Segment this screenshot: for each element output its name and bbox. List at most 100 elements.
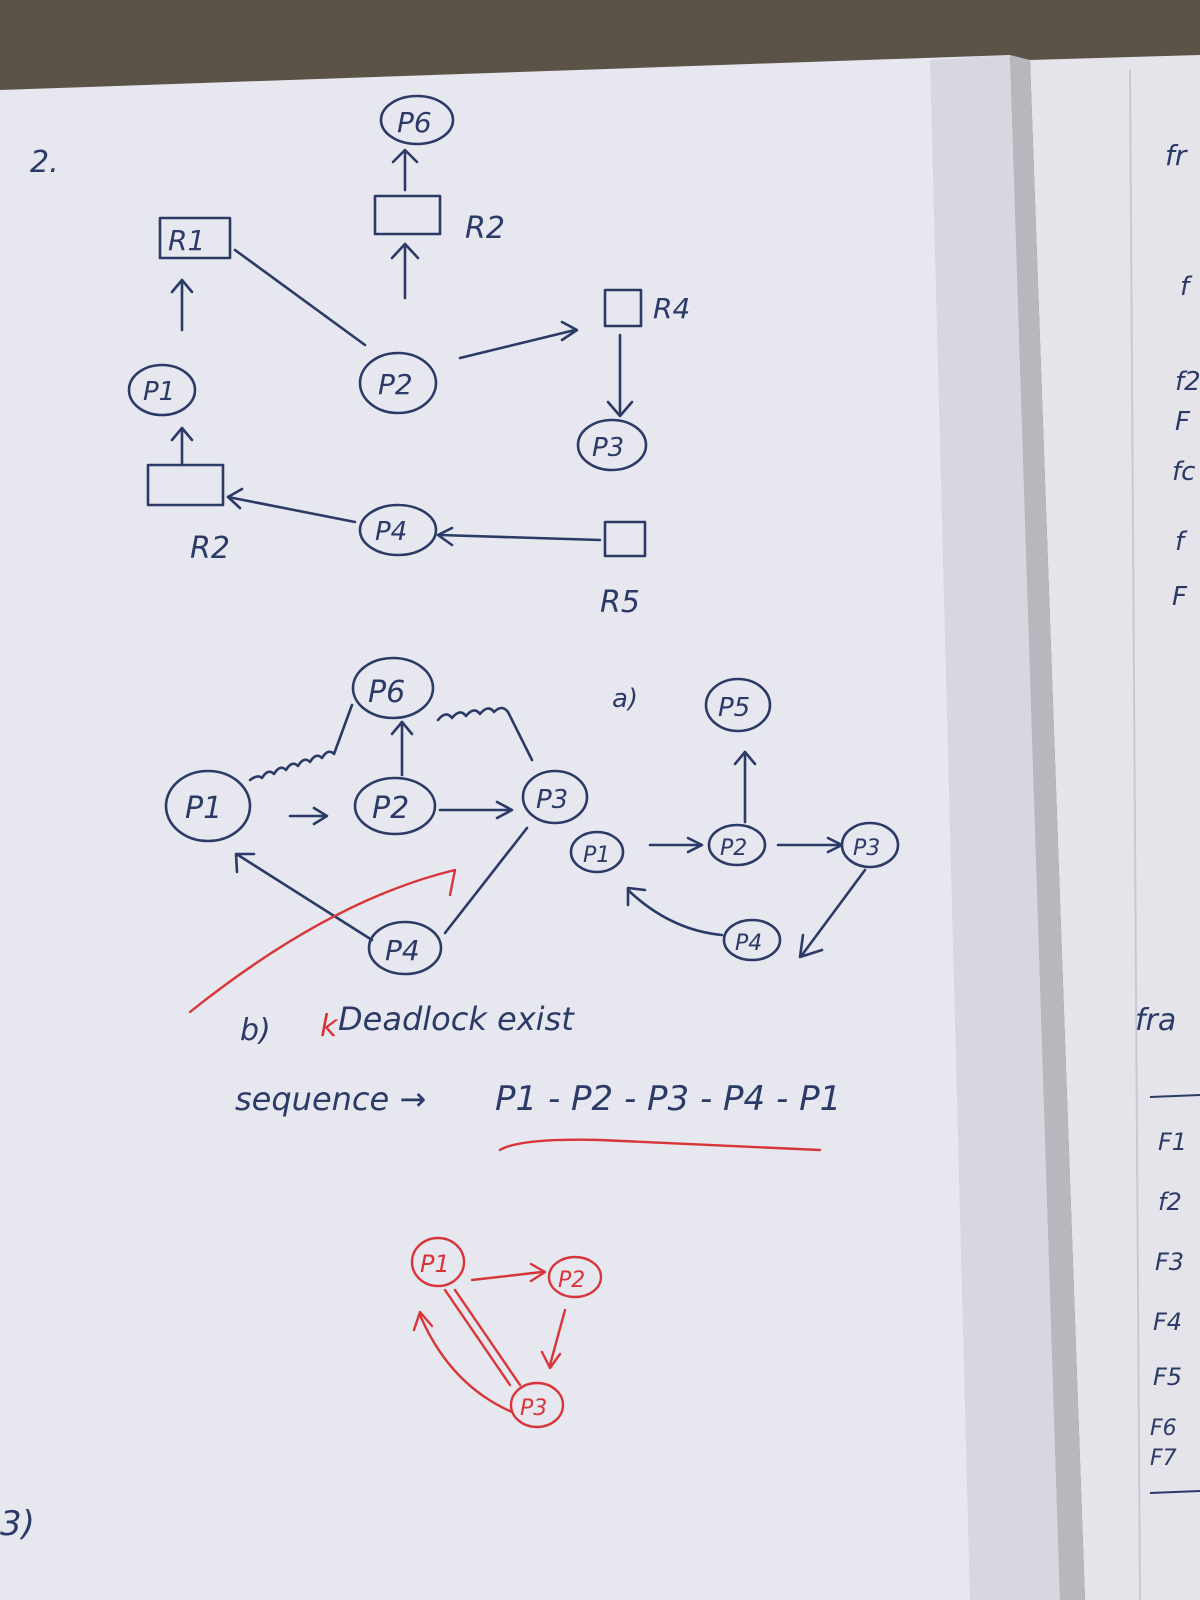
wfg-node-p4 (367, 920, 443, 976)
frag: F (1175, 407, 1191, 437)
arrowhead (234, 852, 256, 874)
red-underline (498, 1138, 822, 1152)
part-b-label: b) (240, 1013, 271, 1048)
frag: F4 (1153, 1308, 1182, 1336)
page-gutter (1010, 55, 1085, 1600)
edge-p4-r5 (438, 533, 602, 542)
red-label-p3: P3 (520, 1396, 547, 1421)
node-p4 (358, 503, 438, 557)
node-p6-top (379, 94, 455, 146)
red-node-p2 (547, 1255, 603, 1299)
node-p1 (127, 363, 197, 417)
node-p2 (358, 351, 438, 415)
deadlock-answer: Deadlock exist (338, 1000, 575, 1038)
frag: fc (1172, 457, 1195, 487)
scribbled-edge-p6-p3 (436, 706, 534, 762)
sequence-value: P1 - P2 - P3 - P4 - P1 (495, 1079, 841, 1119)
frag: F1 (1158, 1128, 1187, 1156)
wfg-node-p3 (521, 769, 589, 825)
frag: F5 (1153, 1363, 1182, 1391)
label-r2-top: R2 (465, 211, 505, 246)
part-a: a) P5 P1 P2 P3 P4 (569, 677, 900, 962)
red-node-p1 (410, 1236, 466, 1288)
arrowhead (529, 1262, 547, 1283)
label-p3: P3 (592, 433, 624, 463)
red-correction: P1 P2 P3 (410, 1236, 603, 1429)
resource-r4 (603, 288, 643, 328)
a-node-p2 (707, 823, 767, 867)
node-p3 (576, 418, 648, 472)
a-node-p4 (722, 918, 782, 962)
arrowhead (495, 800, 514, 820)
a-edge-p3-p4 (800, 868, 867, 957)
arrowhead (436, 526, 454, 547)
arrowhead (733, 750, 757, 766)
frag: F (1172, 582, 1188, 612)
next-question-number: 3) (0, 1504, 35, 1544)
arrowhead (390, 720, 414, 736)
a-label-p5: P5 (718, 693, 750, 723)
graph-2: P6 P1 P2 P3 P4 (164, 656, 589, 1014)
wfg-node-p6 (351, 656, 435, 720)
red-edge-p2-p3 (548, 1308, 567, 1367)
right-page (1030, 55, 1200, 1600)
table-rule-bottom (1149, 1490, 1200, 1494)
a-node-p5 (704, 677, 772, 733)
wfg-label-p4: P4 (385, 934, 420, 967)
a-label-p4: P4 (735, 931, 762, 956)
red-edge-p3-p1 (418, 1313, 514, 1414)
arrowhead (540, 1350, 562, 1370)
label-p4: P4 (375, 517, 407, 547)
arrowhead (606, 400, 634, 418)
wfg-node-p1 (164, 769, 252, 843)
arrowhead (798, 933, 824, 959)
table-rule (1149, 1094, 1200, 1098)
question-number: 2. (30, 145, 59, 180)
a-edge-p4-p1 (626, 888, 724, 937)
wfg-node-p2 (353, 776, 437, 836)
arrowhead (170, 278, 194, 294)
frag: fra (1135, 1003, 1176, 1038)
arrowhead (626, 886, 647, 907)
red-edge-p1-p3-a (443, 1288, 512, 1387)
label-r5: R5 (600, 585, 640, 620)
arrowhead (560, 320, 579, 342)
arrowhead (686, 836, 704, 854)
label-r2-bottom: R2 (190, 531, 230, 566)
label-r4: R4 (653, 292, 690, 325)
wfg-edge-p3-p4 (443, 826, 529, 935)
margin-line (1129, 69, 1141, 1600)
edge-p4-r2 (226, 495, 357, 524)
arrowhead (826, 836, 844, 854)
red-mark-k: k (320, 1009, 339, 1044)
scribbled-edge-p1-p6 (248, 703, 354, 782)
red-edge-p1-p3-b (453, 1288, 522, 1387)
red-edge-p1-p2 (470, 1270, 544, 1282)
right-page-notes: fr f f2 F fc f F fra F1 f2 F3 F4 F5 F6 F… (1135, 139, 1200, 1494)
label-r1: R1 (168, 224, 205, 257)
a-node-p1 (569, 830, 625, 874)
sequence-label: sequence → (235, 1080, 426, 1118)
a-label-p1: P1 (583, 843, 610, 868)
red-label-p1: P1 (420, 1250, 450, 1278)
arrowhead (391, 148, 419, 164)
frag: F7 (1150, 1446, 1177, 1471)
wfg-label-p6: P6 (368, 675, 405, 710)
wfg-edge-p4-p1 (236, 853, 374, 942)
label-p2: P2 (378, 368, 413, 401)
part-b: b) k Deadlock exist sequence → P1 - P2 -… (235, 1000, 841, 1152)
red-strike-line (188, 868, 457, 1014)
resource-r5 (603, 520, 647, 558)
frag: F3 (1155, 1248, 1184, 1276)
frag: f2 (1158, 1188, 1182, 1216)
a-label-p2: P2 (720, 836, 747, 861)
frag: F6 (1150, 1416, 1177, 1441)
edge-r1-p2 (233, 248, 367, 347)
frag: f2 (1175, 367, 1200, 397)
left-page-shade (930, 55, 1060, 1600)
label-p6-top: P6 (397, 106, 432, 139)
label-p1: P1 (143, 377, 175, 407)
arrowhead (312, 806, 329, 826)
part-a-label: a) (612, 684, 638, 714)
